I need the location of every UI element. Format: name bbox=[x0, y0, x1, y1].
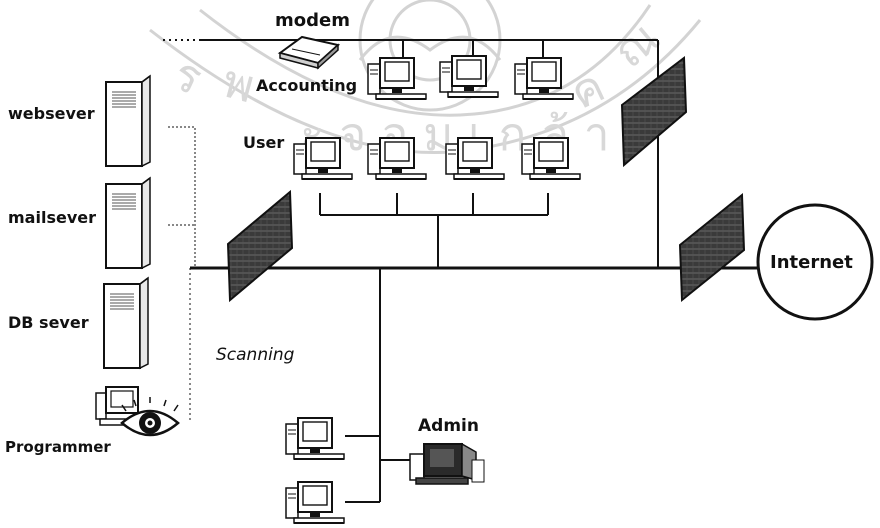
programmer-label: Programmer bbox=[5, 438, 111, 456]
svg-text:ร: ร bbox=[165, 46, 210, 105]
internet-label: Internet bbox=[770, 252, 853, 273]
firewall-icon bbox=[228, 192, 292, 300]
mail-server-icon bbox=[106, 178, 150, 268]
admin-workstation-icon bbox=[410, 444, 484, 484]
modem-icon bbox=[280, 37, 338, 68]
websever-label: websever bbox=[8, 104, 95, 123]
db-server-icon bbox=[104, 278, 148, 368]
university-seal-watermark: ร พ ะ จ อ ม เ ก ล้ า ค ณ bbox=[150, 0, 700, 161]
dbsever-label: DB sever bbox=[8, 313, 89, 332]
scanning-label: Scanning bbox=[216, 345, 295, 365]
accounting-label: Accounting bbox=[256, 76, 357, 95]
admin-label: Admin bbox=[418, 416, 479, 436]
admin-pc-1 bbox=[286, 418, 344, 459]
modem-label: modem bbox=[275, 10, 350, 31]
firewall-icon bbox=[680, 195, 744, 300]
svg-text:ณ: ณ bbox=[602, 10, 669, 79]
user-label: User bbox=[243, 133, 284, 152]
svg-text:พ: พ bbox=[217, 53, 260, 113]
web-server-icon bbox=[106, 76, 150, 166]
firewall-icon bbox=[622, 58, 686, 165]
mailsever-label: mailsever bbox=[8, 208, 96, 227]
admin-pc-2 bbox=[286, 482, 344, 523]
